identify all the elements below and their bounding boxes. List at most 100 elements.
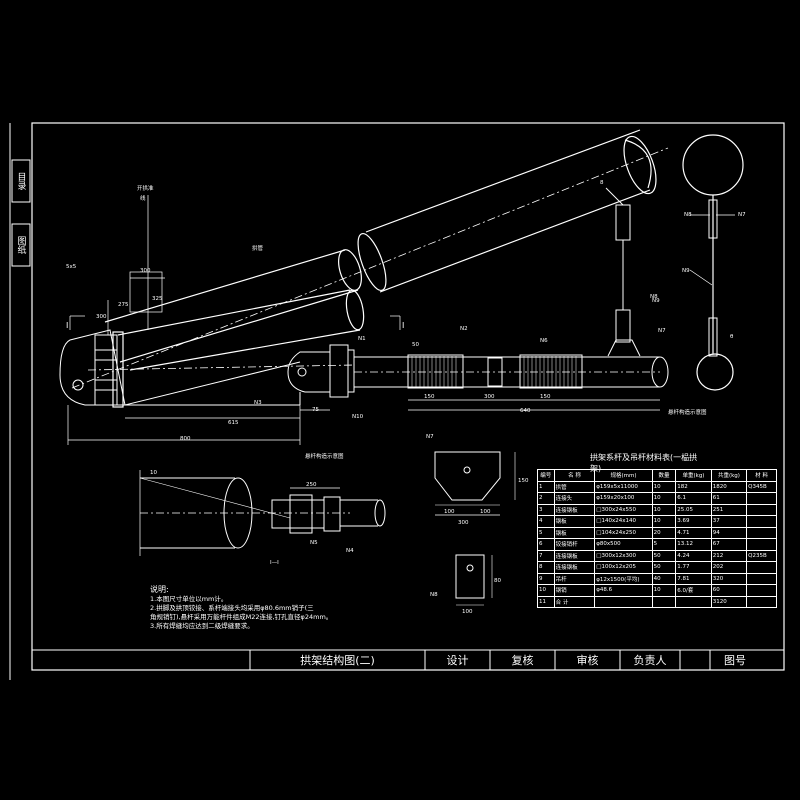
material-table-title-2: 架) bbox=[590, 464, 602, 473]
table-cell bbox=[746, 584, 777, 597]
table-cell: 11 bbox=[537, 595, 555, 608]
table-cell: 212 bbox=[710, 549, 748, 562]
arch-pipes bbox=[71, 129, 669, 389]
label-theta: θ bbox=[730, 334, 734, 340]
label-50: 50 bbox=[412, 342, 419, 348]
table-cell: 202 bbox=[710, 561, 748, 574]
table-cell: φ12x1500(平均) bbox=[594, 572, 653, 585]
table-cell: 37 bbox=[710, 515, 748, 528]
table-cell: 10 bbox=[537, 584, 555, 597]
col-header: 名 称 bbox=[553, 469, 596, 482]
table-cell: 20 bbox=[651, 526, 677, 539]
table-cell bbox=[746, 572, 777, 585]
table-cell: 94 bbox=[710, 526, 748, 539]
label-75: 75 bbox=[312, 407, 319, 413]
table-cell bbox=[746, 526, 777, 539]
tie-rod bbox=[354, 187, 669, 389]
table-cell: 67 bbox=[710, 538, 748, 551]
table-cell bbox=[746, 595, 777, 608]
table-cell: 10 bbox=[651, 503, 677, 516]
table-cell: □104x24x250 bbox=[594, 526, 653, 539]
table-cell bbox=[746, 503, 777, 516]
note-line: 2.拱脚及拱顶铰接、系杆端接头均采用φ80.6mm销子(三 bbox=[150, 604, 314, 612]
label-hanger-detail: 悬杆构造示意图 bbox=[668, 408, 707, 416]
col-header: 规格(mm) bbox=[594, 469, 653, 482]
note-line: 1.本图尺寸单位以mm计。 bbox=[150, 595, 228, 603]
table-cell: Q235B bbox=[746, 549, 777, 562]
table-cell: 钢板 bbox=[553, 515, 596, 528]
table-cell: 182 bbox=[675, 480, 712, 493]
table-cell: 钢板 bbox=[553, 526, 596, 539]
table-cell: Q345B bbox=[746, 480, 777, 493]
label-N1: N1 bbox=[358, 336, 366, 342]
table-cell: 5 bbox=[651, 538, 677, 551]
hanger-elevation bbox=[682, 134, 744, 391]
notes-block: 说明: 1.本图尺寸单位以mm计。 2.拱脚及拱顶铰接、系杆端接头均采用φ80.… bbox=[150, 585, 380, 631]
table-cell: 61 bbox=[710, 492, 748, 505]
left-hinge-plate bbox=[59, 329, 301, 408]
table-cell: 13.12 bbox=[675, 538, 712, 551]
label-section-I: I—I bbox=[270, 560, 279, 566]
col-header: 数量 bbox=[651, 469, 677, 482]
label-100b: 100 bbox=[480, 509, 491, 515]
label-N3: N3 bbox=[254, 400, 262, 406]
col-header: 共重(kg) bbox=[710, 469, 748, 482]
label-10: 10 bbox=[150, 470, 157, 476]
label-80: 80 bbox=[494, 578, 501, 584]
table-cell: 4 bbox=[537, 515, 555, 528]
title-drawing-no: 图号 bbox=[724, 654, 746, 667]
table-cell bbox=[675, 595, 712, 608]
table-cell: φ48.6 bbox=[594, 584, 653, 597]
table-cell: 40 bbox=[651, 572, 677, 585]
material-table-title-1: 拱架系杆及吊杆材料表(一榀拱 bbox=[590, 453, 698, 462]
table-cell: 4.24 bbox=[675, 549, 712, 562]
table-cell: 10 bbox=[651, 584, 677, 597]
table-cell: 25.05 bbox=[675, 503, 712, 516]
table-cell: φ80x500 bbox=[594, 538, 653, 551]
note-line: 角规销钉),悬杆采用万能杆件组成M22连接,钉孔直径φ24mm。 bbox=[150, 613, 333, 621]
section-I-I bbox=[139, 470, 386, 556]
table-cell: 5 bbox=[537, 526, 555, 539]
plate-N7 bbox=[434, 451, 516, 516]
label-arch-pipe: 拱管 bbox=[252, 244, 264, 252]
table-cell: 连接头 bbox=[553, 492, 596, 505]
table-cell bbox=[594, 595, 653, 608]
table-cell: 连接钢板 bbox=[553, 561, 596, 574]
table-cell: 9 bbox=[537, 572, 555, 585]
table-cell: 7.81 bbox=[675, 572, 712, 585]
plate-N8 bbox=[455, 554, 493, 606]
table-cell: 50 bbox=[651, 549, 677, 562]
label-N7: N7 bbox=[658, 328, 666, 334]
col-header: 单重(kg) bbox=[675, 469, 712, 482]
label-615: 615 bbox=[228, 420, 239, 426]
table-cell: 1 bbox=[537, 480, 555, 493]
label-800: 800 bbox=[180, 436, 191, 442]
label-250: 250 bbox=[306, 482, 317, 488]
table-cell: 钢销 bbox=[553, 584, 596, 597]
note-line: 3.所有焊缝均应达到二级焊缝要求。 bbox=[150, 622, 254, 630]
material-table-title: 拱架系杆及吊杆材料表(一榀拱 架) bbox=[590, 452, 697, 474]
col-header: 材 料 bbox=[746, 469, 777, 482]
label-150c: 150 bbox=[518, 478, 529, 484]
table-cell: 连接钢板 bbox=[553, 549, 596, 562]
title-check: 复核 bbox=[511, 654, 534, 667]
table-cell: 合 计 bbox=[553, 595, 596, 608]
title-responsible: 负责人 bbox=[633, 654, 667, 667]
drawing-title: 拱架结构图(二) bbox=[300, 654, 375, 667]
table-cell: □300x24x550 bbox=[594, 503, 653, 516]
table-cell: 拱管 bbox=[553, 480, 596, 493]
table-cell: 2 bbox=[537, 492, 555, 505]
label-300: 300 bbox=[140, 268, 151, 274]
table-header-row: 编号 名 称 规格(mm) 数量 单重(kg) 共重(kg) 材 料 bbox=[537, 469, 777, 482]
table-cell: 50 bbox=[651, 561, 677, 574]
